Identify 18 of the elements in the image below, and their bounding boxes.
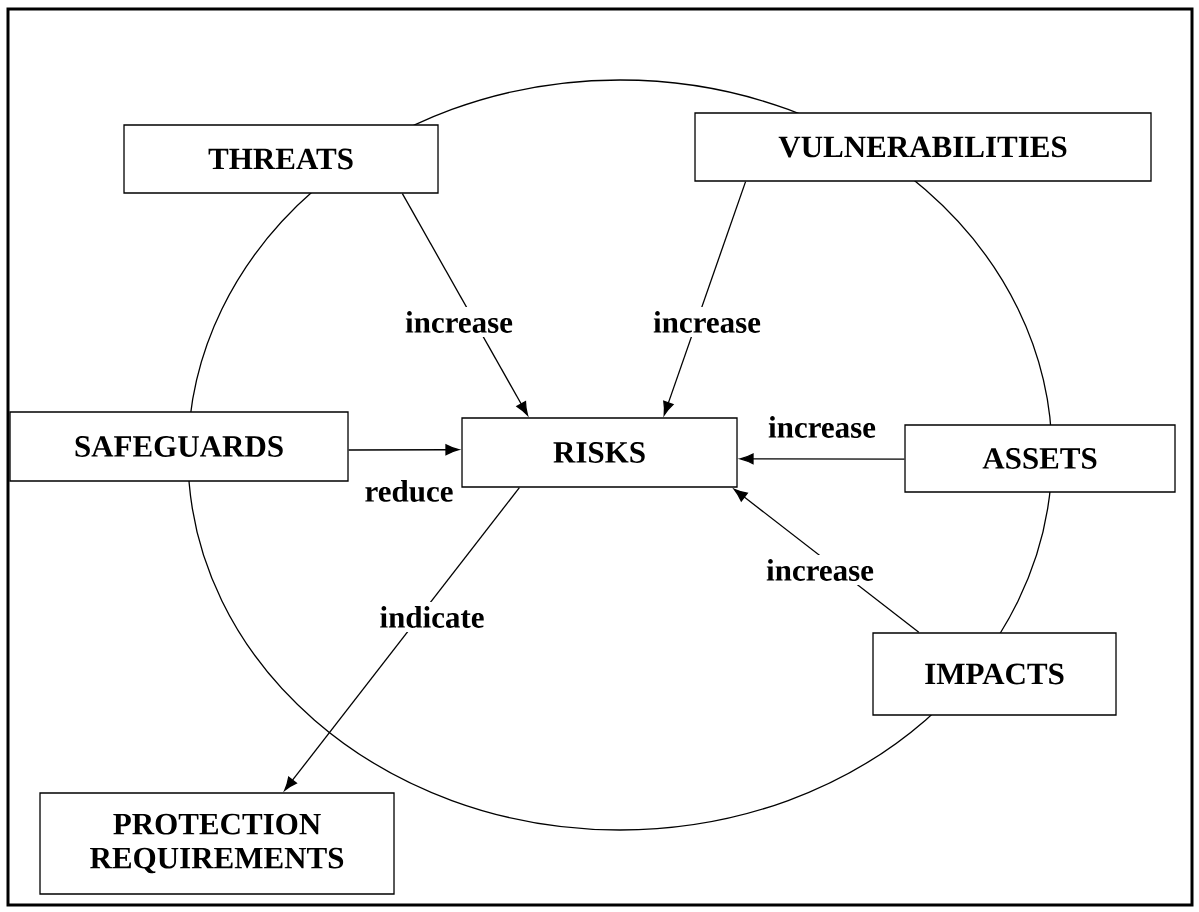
box: PROTECTION REQUIREMENTS xyxy=(39,792,395,895)
edge-label: reduce xyxy=(360,476,458,506)
arrow xyxy=(348,444,460,456)
arrow xyxy=(401,193,529,416)
box: IMPACTS xyxy=(872,632,1117,716)
edge-label: increase xyxy=(401,307,517,337)
edge-label: increase xyxy=(762,555,878,585)
box: THREATS xyxy=(123,124,439,194)
box: RISKS xyxy=(461,417,738,488)
box: ASSETS xyxy=(904,424,1176,493)
box: SAFEGUARDS xyxy=(9,411,349,482)
arrow xyxy=(739,453,905,465)
arrow xyxy=(663,181,747,416)
edge-label: increase xyxy=(764,412,880,442)
edge-label: indicate xyxy=(375,602,489,632)
arrow xyxy=(284,487,521,791)
edge-label: increase xyxy=(649,307,765,337)
box: VULNERABILITIES xyxy=(694,112,1152,182)
